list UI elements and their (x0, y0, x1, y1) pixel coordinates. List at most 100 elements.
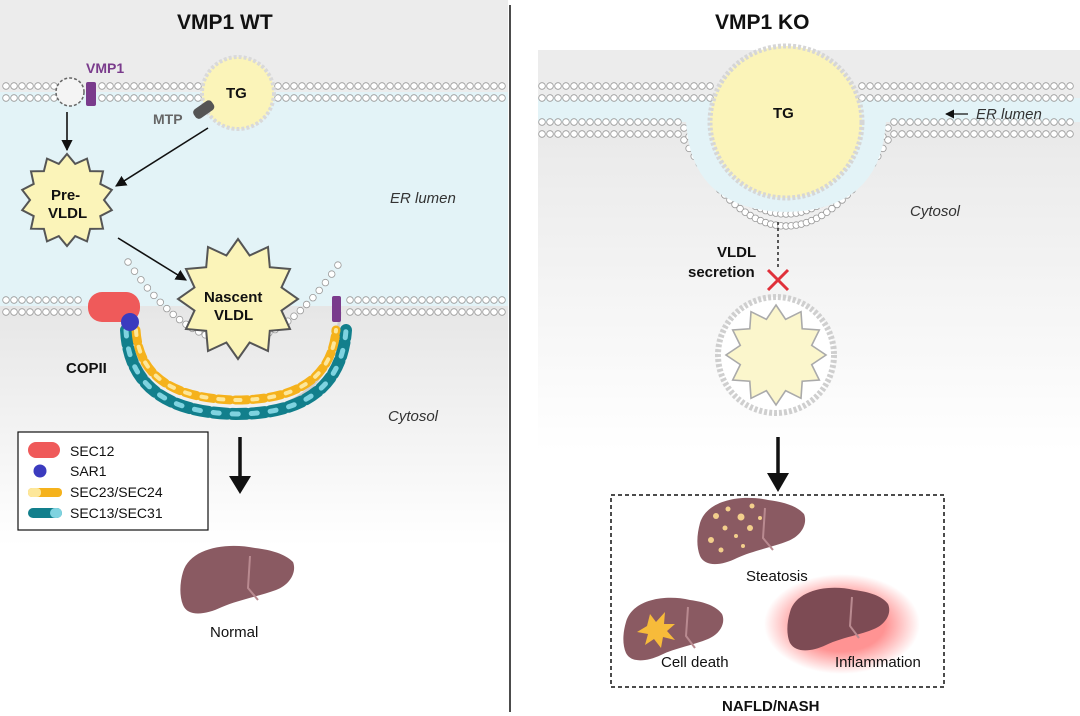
phospholipid-head (1066, 130, 1074, 138)
legend-swatch-sec23-sec24-light (28, 488, 41, 497)
phospholipid-head (1026, 82, 1034, 90)
phospholipid-head (150, 291, 158, 300)
legend-swatch-sec13-sec31-light (50, 508, 62, 518)
phospholipid-head (290, 312, 298, 320)
phospholipid-head (626, 94, 634, 102)
phospholipid-head (1010, 118, 1018, 126)
vldl-secretion-label-line2: secretion (688, 264, 755, 281)
tg-label-left: TG (226, 85, 247, 102)
phospholipid-head (450, 94, 458, 102)
mtp-label: MTP (153, 111, 183, 127)
phospholipid-head (298, 82, 306, 90)
phospholipid-head (50, 94, 58, 102)
phospholipid-head (434, 296, 442, 304)
phospholipid-head (362, 94, 370, 102)
phospholipid-head (890, 118, 898, 126)
phospholipid-head (570, 94, 578, 102)
phospholipid-head (970, 118, 978, 126)
phospholipid-head (666, 94, 674, 102)
phospholipid-head (74, 296, 82, 304)
phospholipid-head (34, 94, 42, 102)
phospholipid-head (1010, 94, 1018, 102)
phospholipid-head (882, 82, 890, 90)
phospholipid-head (402, 296, 410, 304)
outcome-arrowhead-left (229, 476, 251, 494)
phospholipid-head (562, 130, 570, 138)
phospholipid-head (146, 94, 154, 102)
phospholipid-head (578, 130, 586, 138)
phospholipid-head (594, 94, 602, 102)
phospholipid-head (922, 94, 930, 102)
phospholipid-head (490, 94, 498, 102)
phospholipid-head (570, 118, 578, 126)
phospholipid-head (1058, 82, 1066, 90)
phospholipid-head (175, 315, 184, 324)
phospholipid-head (741, 208, 749, 216)
phospholipid-head (578, 82, 586, 90)
phospholipid-head (698, 82, 706, 90)
phospholipid-head (1026, 94, 1034, 102)
phospholipid-head (618, 94, 626, 102)
phospholipid-head (362, 296, 370, 304)
phospholipid-head (674, 118, 682, 126)
phospholipid-head (474, 94, 482, 102)
phospholipid-head (546, 82, 554, 90)
phospholipid-head (482, 82, 490, 90)
phospholipid-head (474, 296, 482, 304)
nascent-vldl-particle (176, 237, 300, 361)
phospholipid-head (1058, 130, 1066, 138)
steatosis-liver-icon (697, 497, 806, 565)
phospholipid-head (10, 296, 18, 304)
left-panel: VMP1 TG MTP Pre- VLDL Nascent VLDL ER lu… (0, 0, 508, 716)
phospholipid-head (296, 306, 304, 315)
phospholipid-head (650, 130, 658, 138)
normal-liver-lobe-line (246, 555, 259, 601)
phospholipid-head (162, 94, 170, 102)
phospholipid-head (154, 94, 162, 102)
phospholipid-head (418, 308, 426, 316)
phospholipid-head (954, 130, 962, 138)
phospholipid-head (1066, 94, 1074, 102)
vmp1-label: VMP1 (86, 60, 124, 76)
phospholipid-head (970, 94, 978, 102)
phospholipid-head (954, 118, 962, 126)
phospholipid-head (490, 308, 498, 316)
phospholipid-head (34, 308, 42, 316)
copii-label: COPII (66, 360, 107, 377)
steatosis-liver-lobe-line (761, 507, 774, 551)
phospholipid-head (346, 82, 354, 90)
phospholipid-head (1018, 130, 1026, 138)
right-title: VMP1 KO (715, 11, 810, 34)
legend-label-sec23-sec24: SEC23/SEC24 (70, 484, 163, 500)
phospholipid-head (922, 118, 930, 126)
phospholipid-head (474, 308, 482, 316)
phospholipid-head (698, 94, 706, 102)
phospholipid-head (170, 82, 178, 90)
phospholipid-head (386, 308, 394, 316)
block-cross-icon (766, 268, 790, 292)
phospholipid-head (1058, 118, 1066, 126)
phospholipid-head (34, 296, 42, 304)
phospholipid-head (586, 94, 594, 102)
phospholipid-head (978, 118, 986, 126)
phospholipid-head (884, 124, 892, 132)
phospholipid-head (442, 94, 450, 102)
phospholipid-head (98, 94, 106, 102)
phospholipid-head (386, 82, 394, 90)
phospholipid-head (650, 82, 658, 90)
phospholipid-head (994, 94, 1002, 102)
phospholipid-head (122, 82, 130, 90)
phospholipid-head (994, 82, 1002, 90)
er-lumen-label-left: ER lumen (390, 190, 456, 207)
phospholipid-head (682, 94, 690, 102)
phospholipid-head (10, 82, 18, 90)
phospholipid-head (1034, 94, 1042, 102)
phospholipid-head (1010, 130, 1018, 138)
phospholipid-head (114, 94, 122, 102)
nafld-nash-label: NAFLD/NASH (722, 698, 820, 715)
phospholipid-head (570, 82, 578, 90)
necrosis-burst-icon (637, 612, 675, 648)
phospholipid-head (122, 94, 130, 102)
phospholipid-head (626, 118, 634, 126)
phospholipid-head (50, 82, 58, 90)
